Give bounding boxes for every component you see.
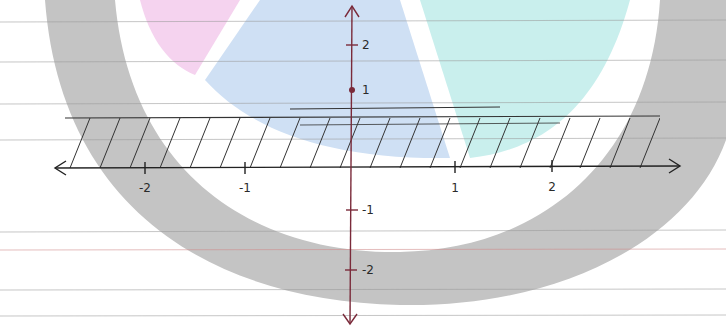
- x-tick-label: 1: [451, 181, 459, 195]
- y-tick-label: -1: [362, 203, 374, 217]
- x-tick-label: 2: [548, 180, 556, 194]
- x-tick-label: -1: [239, 181, 251, 195]
- y-axis: [343, 6, 359, 324]
- y-tick-label: -2: [362, 263, 374, 277]
- boundary-line: [65, 116, 660, 118]
- x-axis: [55, 159, 680, 175]
- y-tick-label: 1: [362, 83, 370, 97]
- x-tick-label: -2: [139, 181, 151, 195]
- boundary-line: [300, 123, 560, 125]
- hatching: [70, 118, 660, 168]
- watermark-ring: [45, 0, 726, 305]
- watermark-cyan: [420, 0, 630, 158]
- boundary-line: [290, 107, 500, 109]
- ruled-lines: [0, 20, 726, 316]
- y-tick-label: 2: [362, 38, 370, 52]
- tick-dot: [349, 87, 355, 93]
